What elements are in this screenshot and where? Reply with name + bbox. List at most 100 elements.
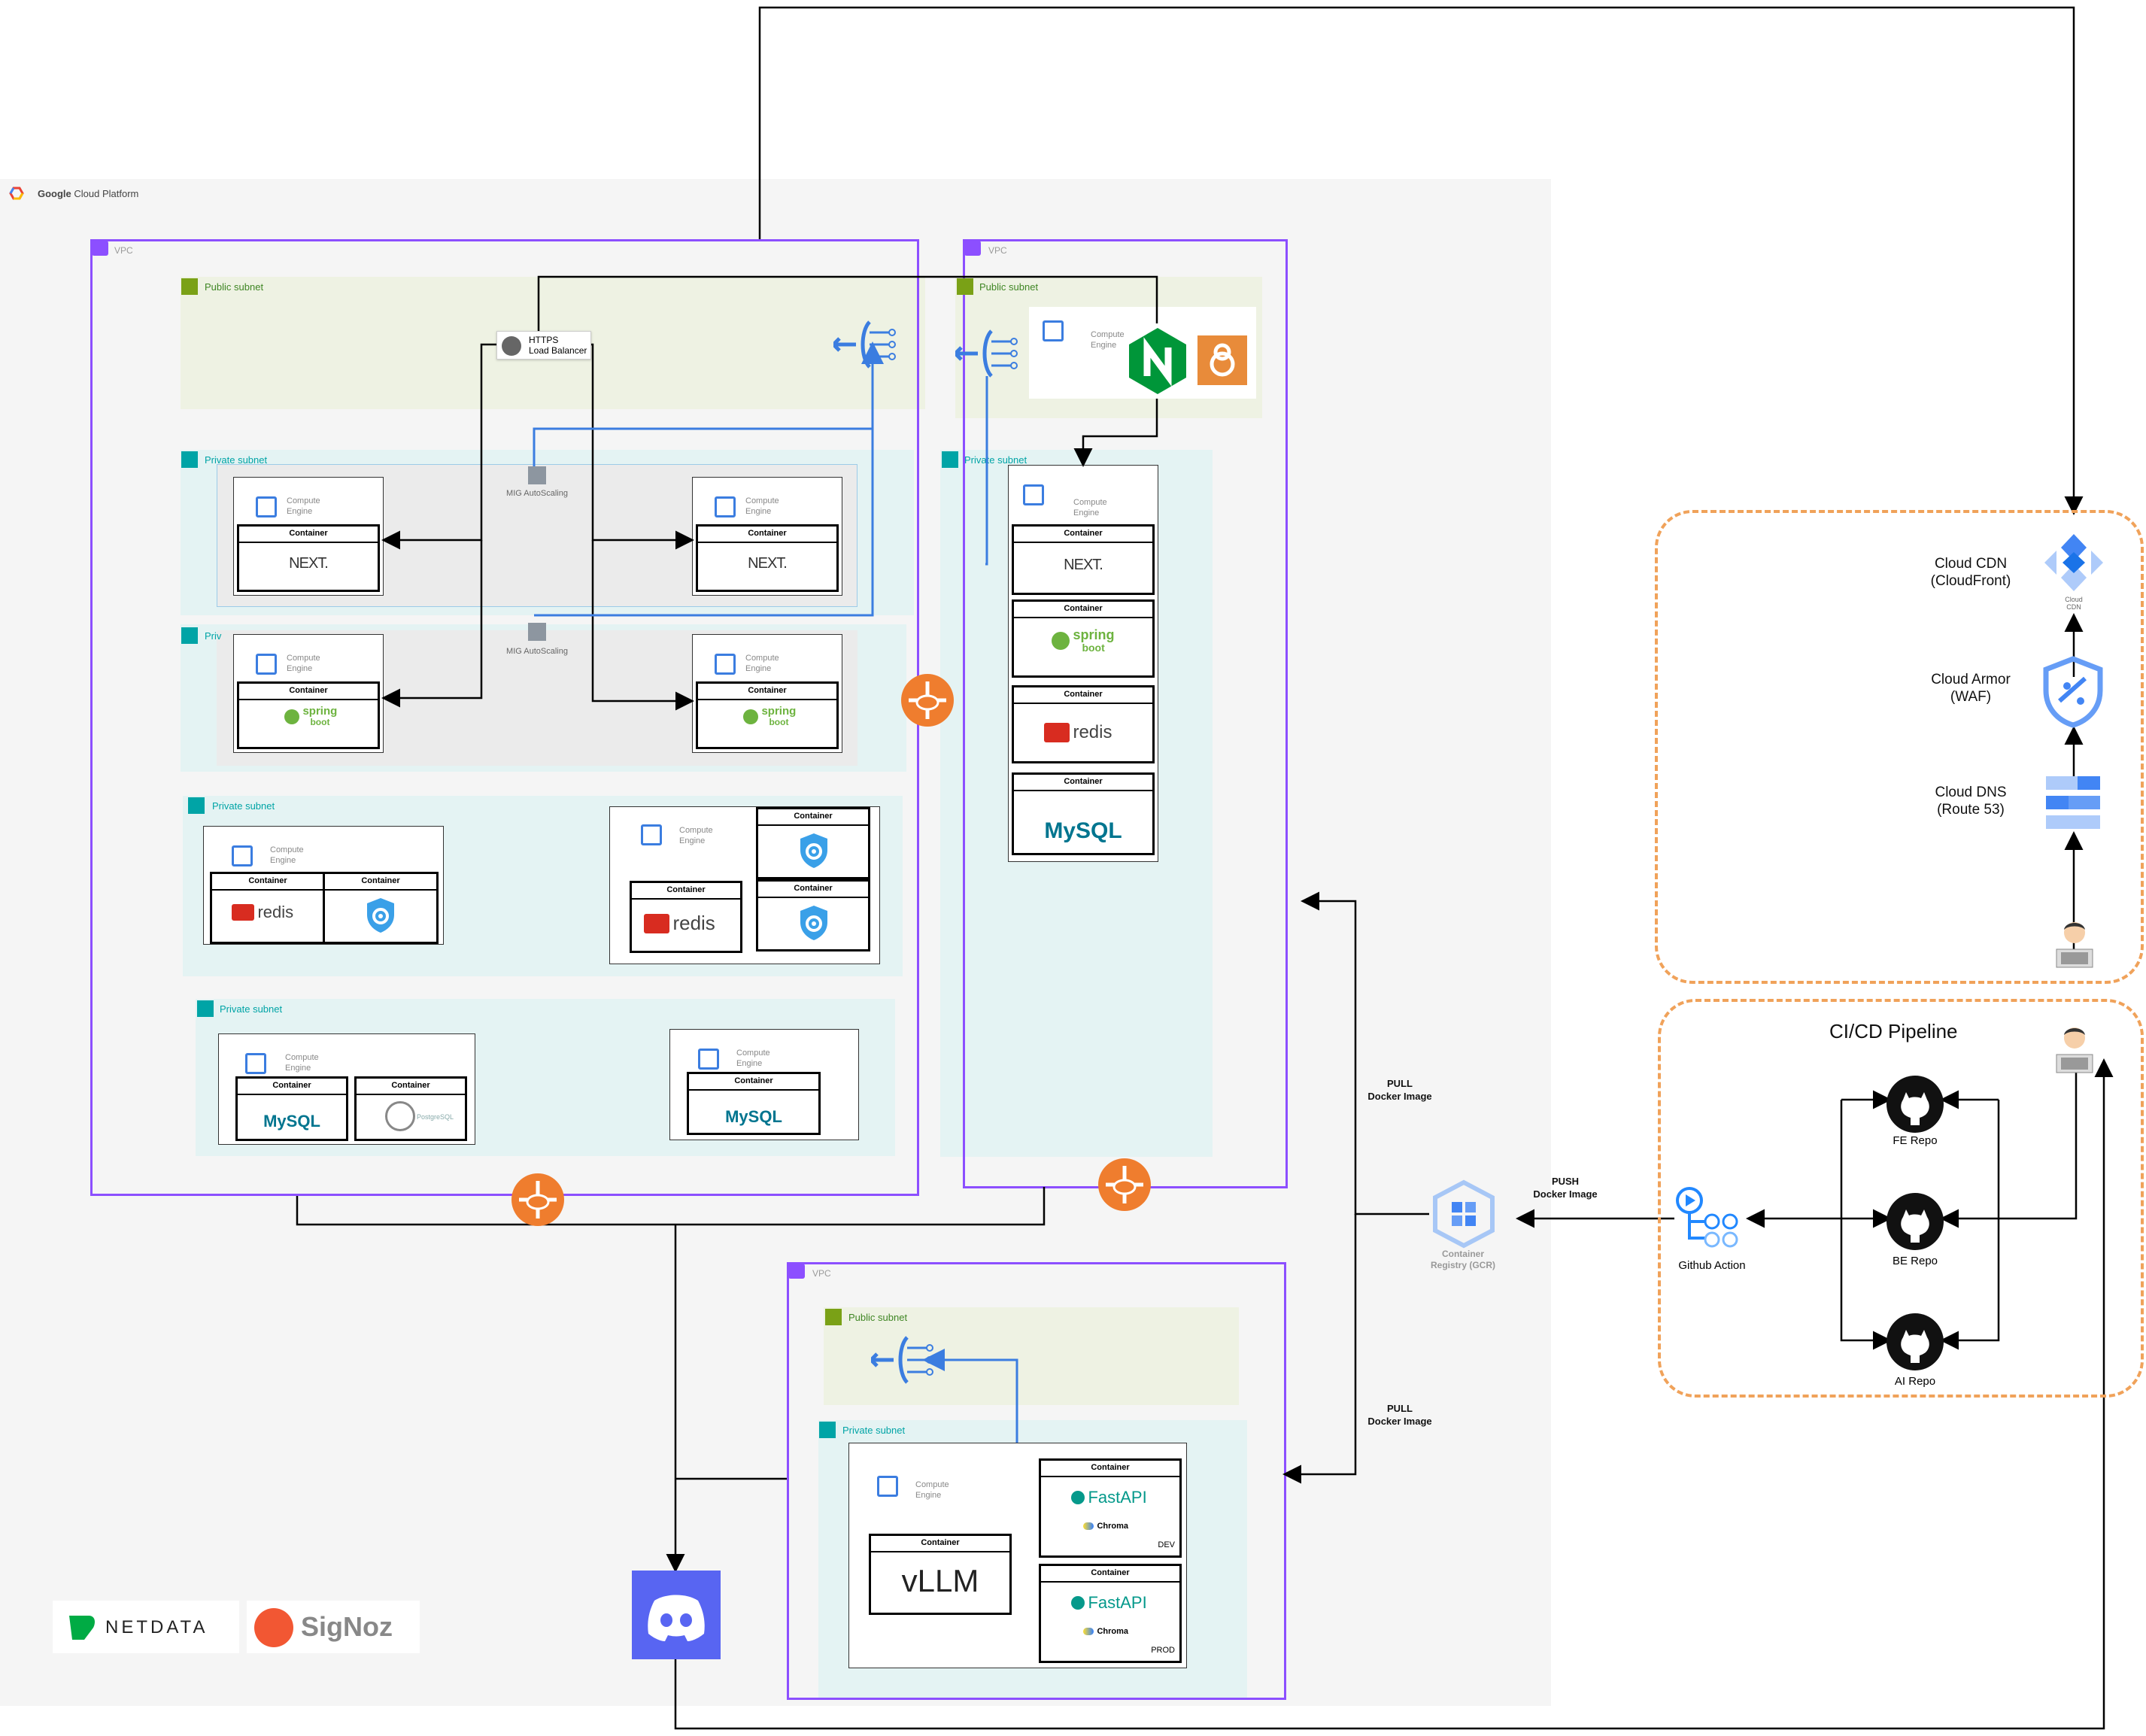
github-icon[interactable] (1886, 1076, 1944, 1133)
container-redis[interactable]: Container redis (630, 881, 742, 953)
container-monitor[interactable]: Container (756, 879, 870, 951)
env-label: DEV (1158, 1540, 1175, 1549)
container-label: Container (1014, 775, 1152, 791)
container-registry-icon[interactable] (1429, 1179, 1498, 1249)
subnet-label: Private subnet (212, 800, 275, 812)
container-label: Container (698, 684, 836, 700)
mysql-logo: MySQL (1044, 818, 1122, 843)
lock-icon (957, 278, 973, 295)
mysql-logo: MySQL (263, 1112, 320, 1131)
mysql-logo: MySQL (725, 1107, 782, 1126)
redis-logo: redis (644, 912, 742, 937)
container-label: Container (238, 1079, 346, 1095)
github-action-icon[interactable] (1674, 1185, 1747, 1253)
cloud-nat-icon (830, 316, 898, 373)
cloud-nat-icon (952, 325, 1020, 382)
container-postgres[interactable]: Container PostgreSQL (354, 1076, 467, 1141)
shield-icon (364, 897, 397, 934)
github-icon[interactable] (1886, 1193, 1944, 1250)
subnet-label: Private subnet (205, 454, 268, 466)
vpc-icon (964, 241, 981, 256)
container-label: Container (1041, 1461, 1179, 1477)
container-label: Container (1014, 527, 1152, 543)
subnet-label: Private subnet (964, 454, 1027, 466)
signoz-text: SigNoz (301, 1611, 393, 1642)
container-redis[interactable]: Container redis (210, 872, 326, 944)
cloud-router-icon (1098, 1158, 1151, 1211)
github-icon[interactable] (1886, 1313, 1944, 1370)
container-next[interactable]: Container NEXT. (696, 524, 839, 592)
redis-logo: redis (1044, 722, 1142, 748)
cloud-dns-icon[interactable] (2044, 773, 2102, 832)
container-monitor[interactable]: Container (323, 872, 439, 944)
mig-label: MIG AutoScaling (506, 489, 568, 498)
lock-icon (942, 451, 958, 468)
subnet-label: Private subnet (842, 1425, 906, 1436)
container-next[interactable]: Container NEXT. (237, 524, 380, 592)
container-label: Container (1041, 1566, 1179, 1583)
discord-icon[interactable] (632, 1571, 721, 1659)
container-fastapi-prod[interactable]: Container FastAPI Chroma PROD (1039, 1564, 1182, 1663)
cloud-router-icon (901, 674, 954, 727)
compute-chip-icon (877, 1476, 898, 1497)
container-mysql[interactable]: Container MySQL (235, 1076, 348, 1141)
compute-chip-icon (256, 654, 277, 675)
container-label: Container (212, 874, 323, 891)
cloud-armor-icon[interactable] (2041, 656, 2105, 728)
mig-icon (528, 466, 546, 484)
container-label: Container (239, 684, 378, 700)
ai-repo-label: AI Repo (1894, 1375, 1936, 1388)
container-label: Container (758, 809, 868, 826)
postgres-label: PostgreSQL (417, 1113, 454, 1121)
shield-icon (797, 832, 830, 870)
container-redis[interactable]: Container redis (1012, 685, 1155, 763)
container-vllm[interactable]: Container vLLM (869, 1534, 1012, 1615)
container-next[interactable]: Container NEXT. (1012, 524, 1155, 595)
next-logo: NEXT. (289, 555, 329, 572)
edge-services-group (1655, 510, 2144, 984)
cicd-pipeline-group (1658, 999, 2144, 1398)
cicd-title: CI/CD Pipeline (1829, 1020, 1958, 1043)
cdn-label: Cloud CDN(CloudFront) (1930, 556, 2011, 589)
fastapi-logo: FastAPI (1071, 1488, 1147, 1507)
container-fastapi-dev[interactable]: Container FastAPI Chroma DEV (1039, 1458, 1182, 1558)
subnet-label: Private subnet (220, 1003, 283, 1015)
container-label: Container (758, 882, 868, 898)
netdata-text: NETDATA (105, 1617, 208, 1637)
container-mysql[interactable]: Container MySQL (1012, 772, 1155, 855)
cloud-cdn-icon[interactable] (2040, 531, 2108, 594)
container-monitor[interactable]: Container (756, 807, 870, 879)
subnet-label: Public subnet (848, 1312, 908, 1323)
chroma-logo: Chroma (1083, 1519, 1128, 1533)
subnet-label: Public subnet (979, 281, 1039, 293)
container-label: Container (1014, 602, 1152, 618)
compute-chip-icon (715, 496, 736, 517)
container-mysql[interactable]: Container MySQL (687, 1072, 821, 1135)
compute-chip-icon (256, 496, 277, 517)
mig-icon (528, 623, 546, 641)
fe-repo-label: FE Repo (1893, 1134, 1938, 1147)
next-logo: NEXT. (748, 555, 788, 572)
gcp-title: Google Cloud Platform (38, 188, 139, 199)
